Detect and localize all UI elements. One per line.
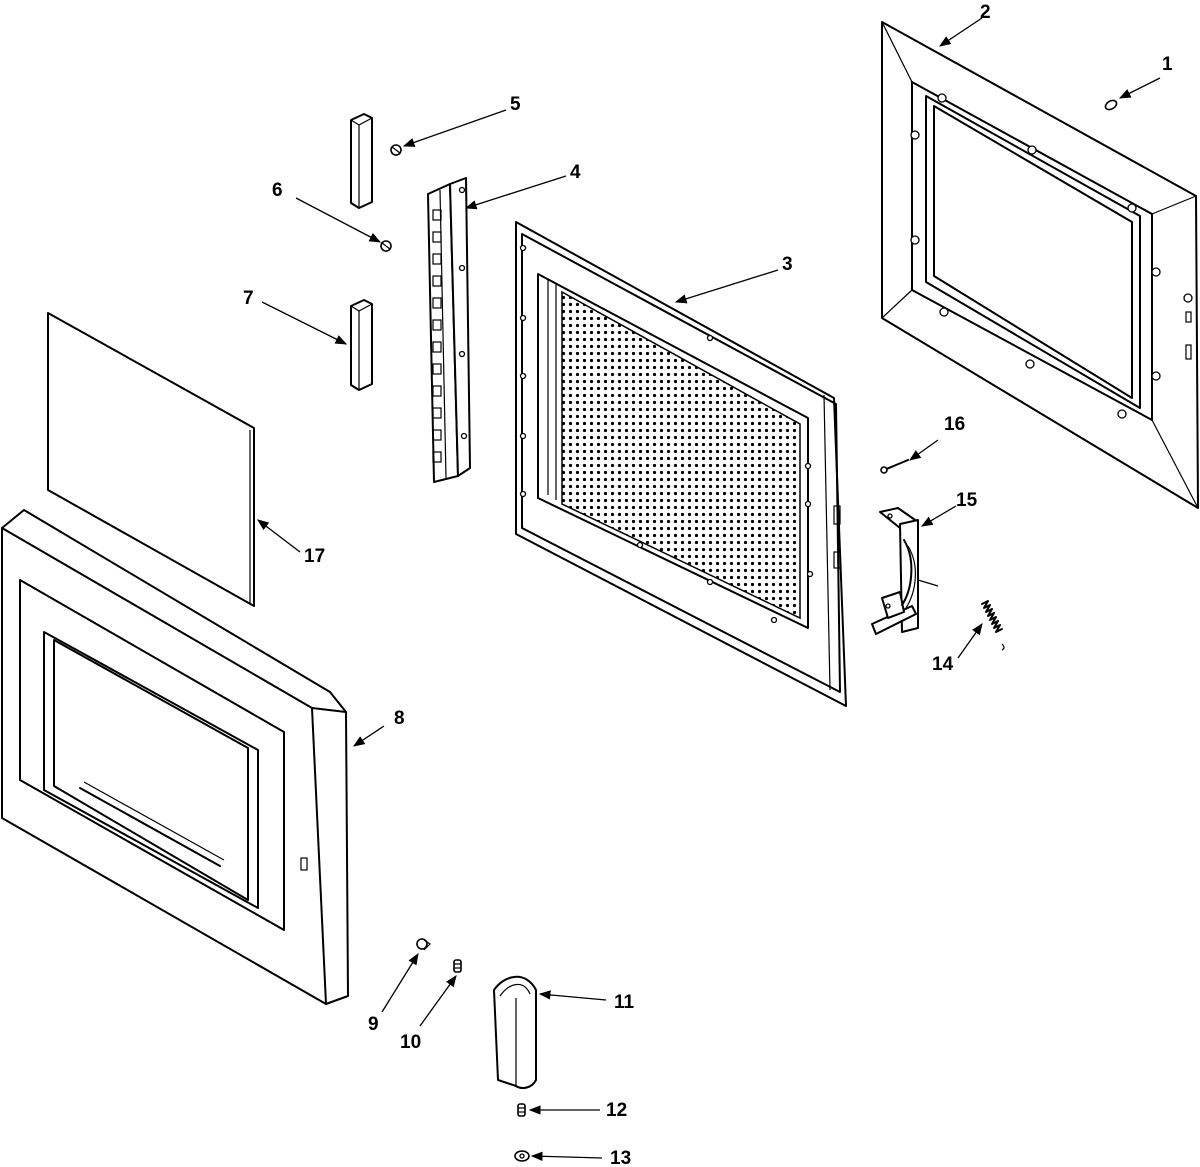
part-17-glass-panel — [47, 312, 255, 607]
part-3-mesh-panel — [515, 221, 847, 707]
part-15-latch-assembly — [871, 507, 939, 635]
callout-11: 11 — [614, 992, 635, 1013]
callout-13: 13 — [610, 1148, 631, 1167]
callout-6: 6 — [272, 180, 283, 201]
part-5-screw — [390, 144, 402, 156]
callout-17: 17 — [304, 546, 325, 567]
part-8-front-door — [1, 509, 349, 1005]
callout-8: 8 — [394, 708, 405, 729]
callout-2: 2 — [980, 2, 991, 23]
callout-5: 5 — [510, 94, 521, 115]
callout-16: 16 — [944, 414, 965, 435]
part-1-screw — [1104, 99, 1118, 111]
callout-1: 1 — [1162, 54, 1173, 75]
part-13-nut — [514, 1150, 530, 1162]
callout-14: 14 — [932, 654, 954, 675]
callout-7: 7 — [243, 288, 254, 309]
part-16-pin — [880, 459, 909, 474]
part-2-door-frame — [881, 21, 1199, 509]
part-4-hinge-bracket — [427, 177, 471, 483]
part-6-screw — [380, 240, 392, 252]
callout-15: 15 — [956, 490, 978, 511]
callout-labels: 1 2 3 4 5 6 7 8 9 10 11 12 13 14 15 16 1… — [243, 2, 1173, 1167]
part-9-clip — [416, 938, 431, 951]
callout-10: 10 — [400, 1032, 421, 1053]
callout-12: 12 — [606, 1100, 627, 1121]
callout-4: 4 — [570, 162, 581, 183]
part-7-spacer-block — [350, 299, 373, 391]
leader-lines — [257, 17, 1161, 1161]
callout-9: 9 — [368, 1014, 379, 1035]
callout-3: 3 — [782, 254, 793, 275]
upper-spacer-block — [350, 113, 373, 209]
part-14-spring — [981, 600, 1005, 651]
part-10-spring-pin — [453, 959, 462, 973]
part-11-handle — [493, 975, 537, 1089]
part-12-screw — [517, 1103, 526, 1117]
